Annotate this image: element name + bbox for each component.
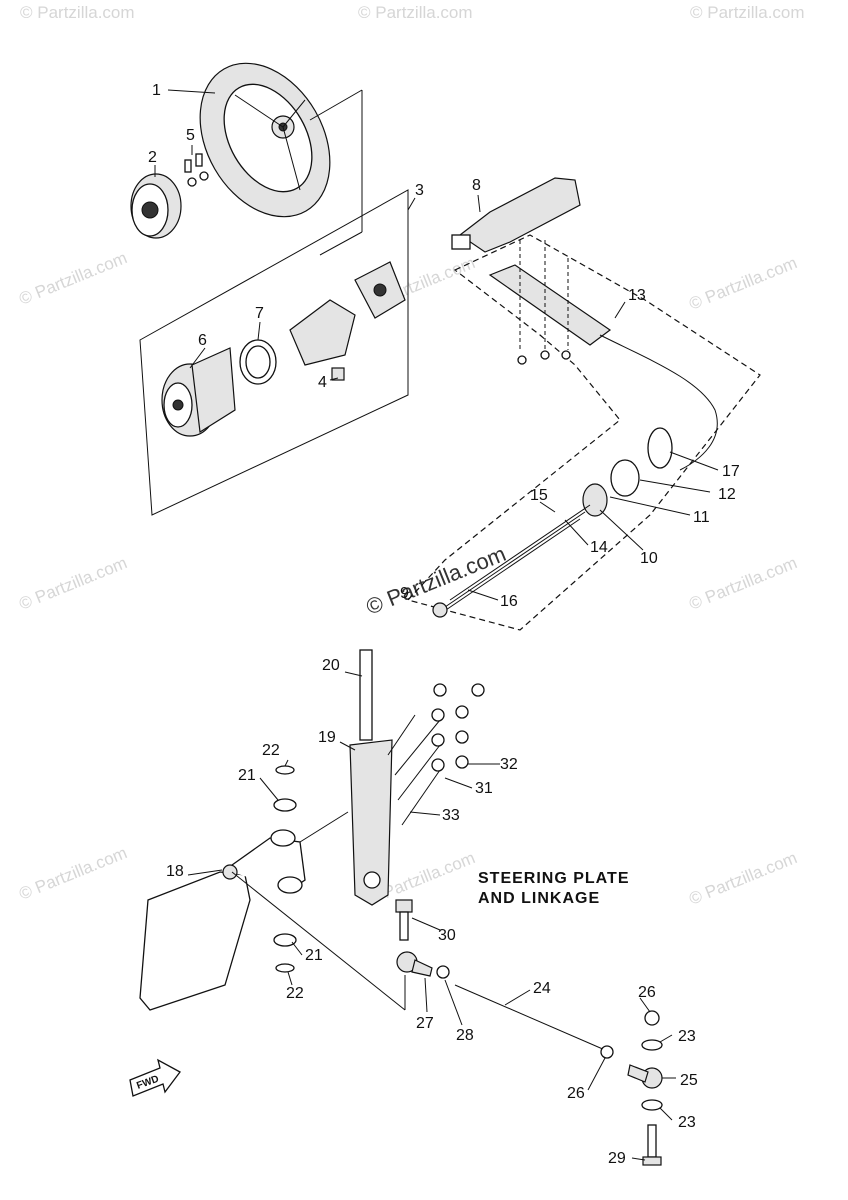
callout-11: 11 — [693, 509, 710, 526]
watermark: © Partzilla.com — [690, 3, 805, 22]
callout-32: 32 — [500, 756, 518, 773]
callout-30: 30 — [438, 927, 456, 944]
washers-right — [641, 1010, 663, 1111]
callout-25: 25 — [680, 1072, 698, 1089]
steering-post — [359, 649, 373, 741]
helm-ring — [239, 339, 277, 385]
callout-20: 20 — [322, 657, 340, 674]
watermark: © Partzilla.com — [686, 253, 799, 314]
callout-21-top: 21 — [238, 767, 256, 784]
watermark: © Partzilla.com — [16, 843, 129, 904]
callout-22-bottom: 22 — [286, 985, 304, 1002]
studs — [387, 714, 441, 826]
watermark: © Partzilla.com — [16, 553, 129, 614]
steering-wheel-cap — [130, 173, 182, 239]
watermark: © Partzilla.com — [20, 3, 135, 22]
callout-6: 6 — [198, 332, 207, 349]
callouts: 1 2 3 4 5 6 7 8 9 10 11 12 13 14 15 16 1… — [148, 82, 740, 1167]
callout-29: 29 — [608, 1150, 626, 1167]
watermark: © Partzilla.com — [358, 3, 473, 22]
cable-boot — [582, 427, 673, 517]
ball-joint-left — [396, 951, 450, 979]
callout-33: 33 — [442, 807, 460, 824]
callout-8: 8 — [472, 177, 481, 194]
callout-7: 7 — [255, 305, 264, 322]
callout-27: 27 — [416, 1015, 434, 1032]
callout-31: 31 — [475, 780, 493, 797]
bushings — [273, 765, 297, 973]
helm-assembly-box — [139, 189, 409, 516]
callout-1: 1 — [152, 82, 161, 99]
callout-4: 4 — [318, 374, 327, 391]
ball-joint-right — [627, 1064, 663, 1089]
nuts-washers — [431, 683, 485, 772]
steering-wheel — [199, 62, 331, 218]
callout-18: 18 — [166, 863, 184, 880]
cable-rods — [432, 504, 591, 618]
helm-clip — [331, 367, 345, 381]
callout-13: 13 — [628, 287, 646, 304]
callout-24: 24 — [533, 980, 551, 997]
callout-3: 3 — [415, 182, 424, 199]
callout-15: 15 — [530, 487, 548, 504]
callout-10: 10 — [640, 550, 658, 567]
callout-26-bottom: 26 — [567, 1085, 585, 1102]
cable-bolts — [517, 240, 571, 365]
helm-housing — [289, 261, 406, 366]
callout-5: 5 — [186, 127, 195, 144]
cable-housing — [488, 264, 718, 471]
leader-lines — [154, 89, 719, 1161]
throttle-lever — [451, 177, 581, 253]
fwd-arrow-icon: FWD — [129, 1058, 181, 1097]
callout-14: 14 — [590, 539, 608, 556]
callout-19: 19 — [318, 729, 336, 746]
callout-16: 16 — [500, 593, 518, 610]
steering-arm — [349, 739, 393, 906]
callout-12: 12 — [718, 486, 736, 503]
callout-28: 28 — [456, 1027, 474, 1044]
watermark: © Partzilla.com — [16, 248, 129, 309]
diagram-title-line2: AND LINKAGE — [478, 890, 600, 907]
tie-rod — [454, 984, 614, 1059]
watermark: © Partzilla.com — [686, 553, 799, 614]
callout-17: 17 — [722, 463, 740, 480]
callout-2: 2 — [148, 149, 157, 166]
callout-21-bottom: 21 — [305, 947, 323, 964]
callout-9: 9 — [400, 585, 409, 602]
diagram-title-line1: STEERING PLATE — [478, 870, 630, 887]
wheel-bolts — [184, 153, 209, 187]
cable-assembly-box — [406, 234, 761, 631]
callout-23-bottom: 23 — [678, 1114, 696, 1131]
helm-unit — [161, 347, 236, 437]
bolt-29 — [642, 1124, 662, 1166]
steering-plate — [139, 829, 306, 1011]
callout-23-top: 23 — [678, 1028, 696, 1045]
watermark-layer: © Partzilla.com © Partzilla.com © Partzi… — [16, 3, 804, 909]
callout-22-top: 22 — [262, 742, 280, 759]
bolt-30 — [395, 899, 413, 941]
watermark: © Partzilla.com — [686, 848, 799, 909]
callout-26-top: 26 — [638, 984, 656, 1001]
